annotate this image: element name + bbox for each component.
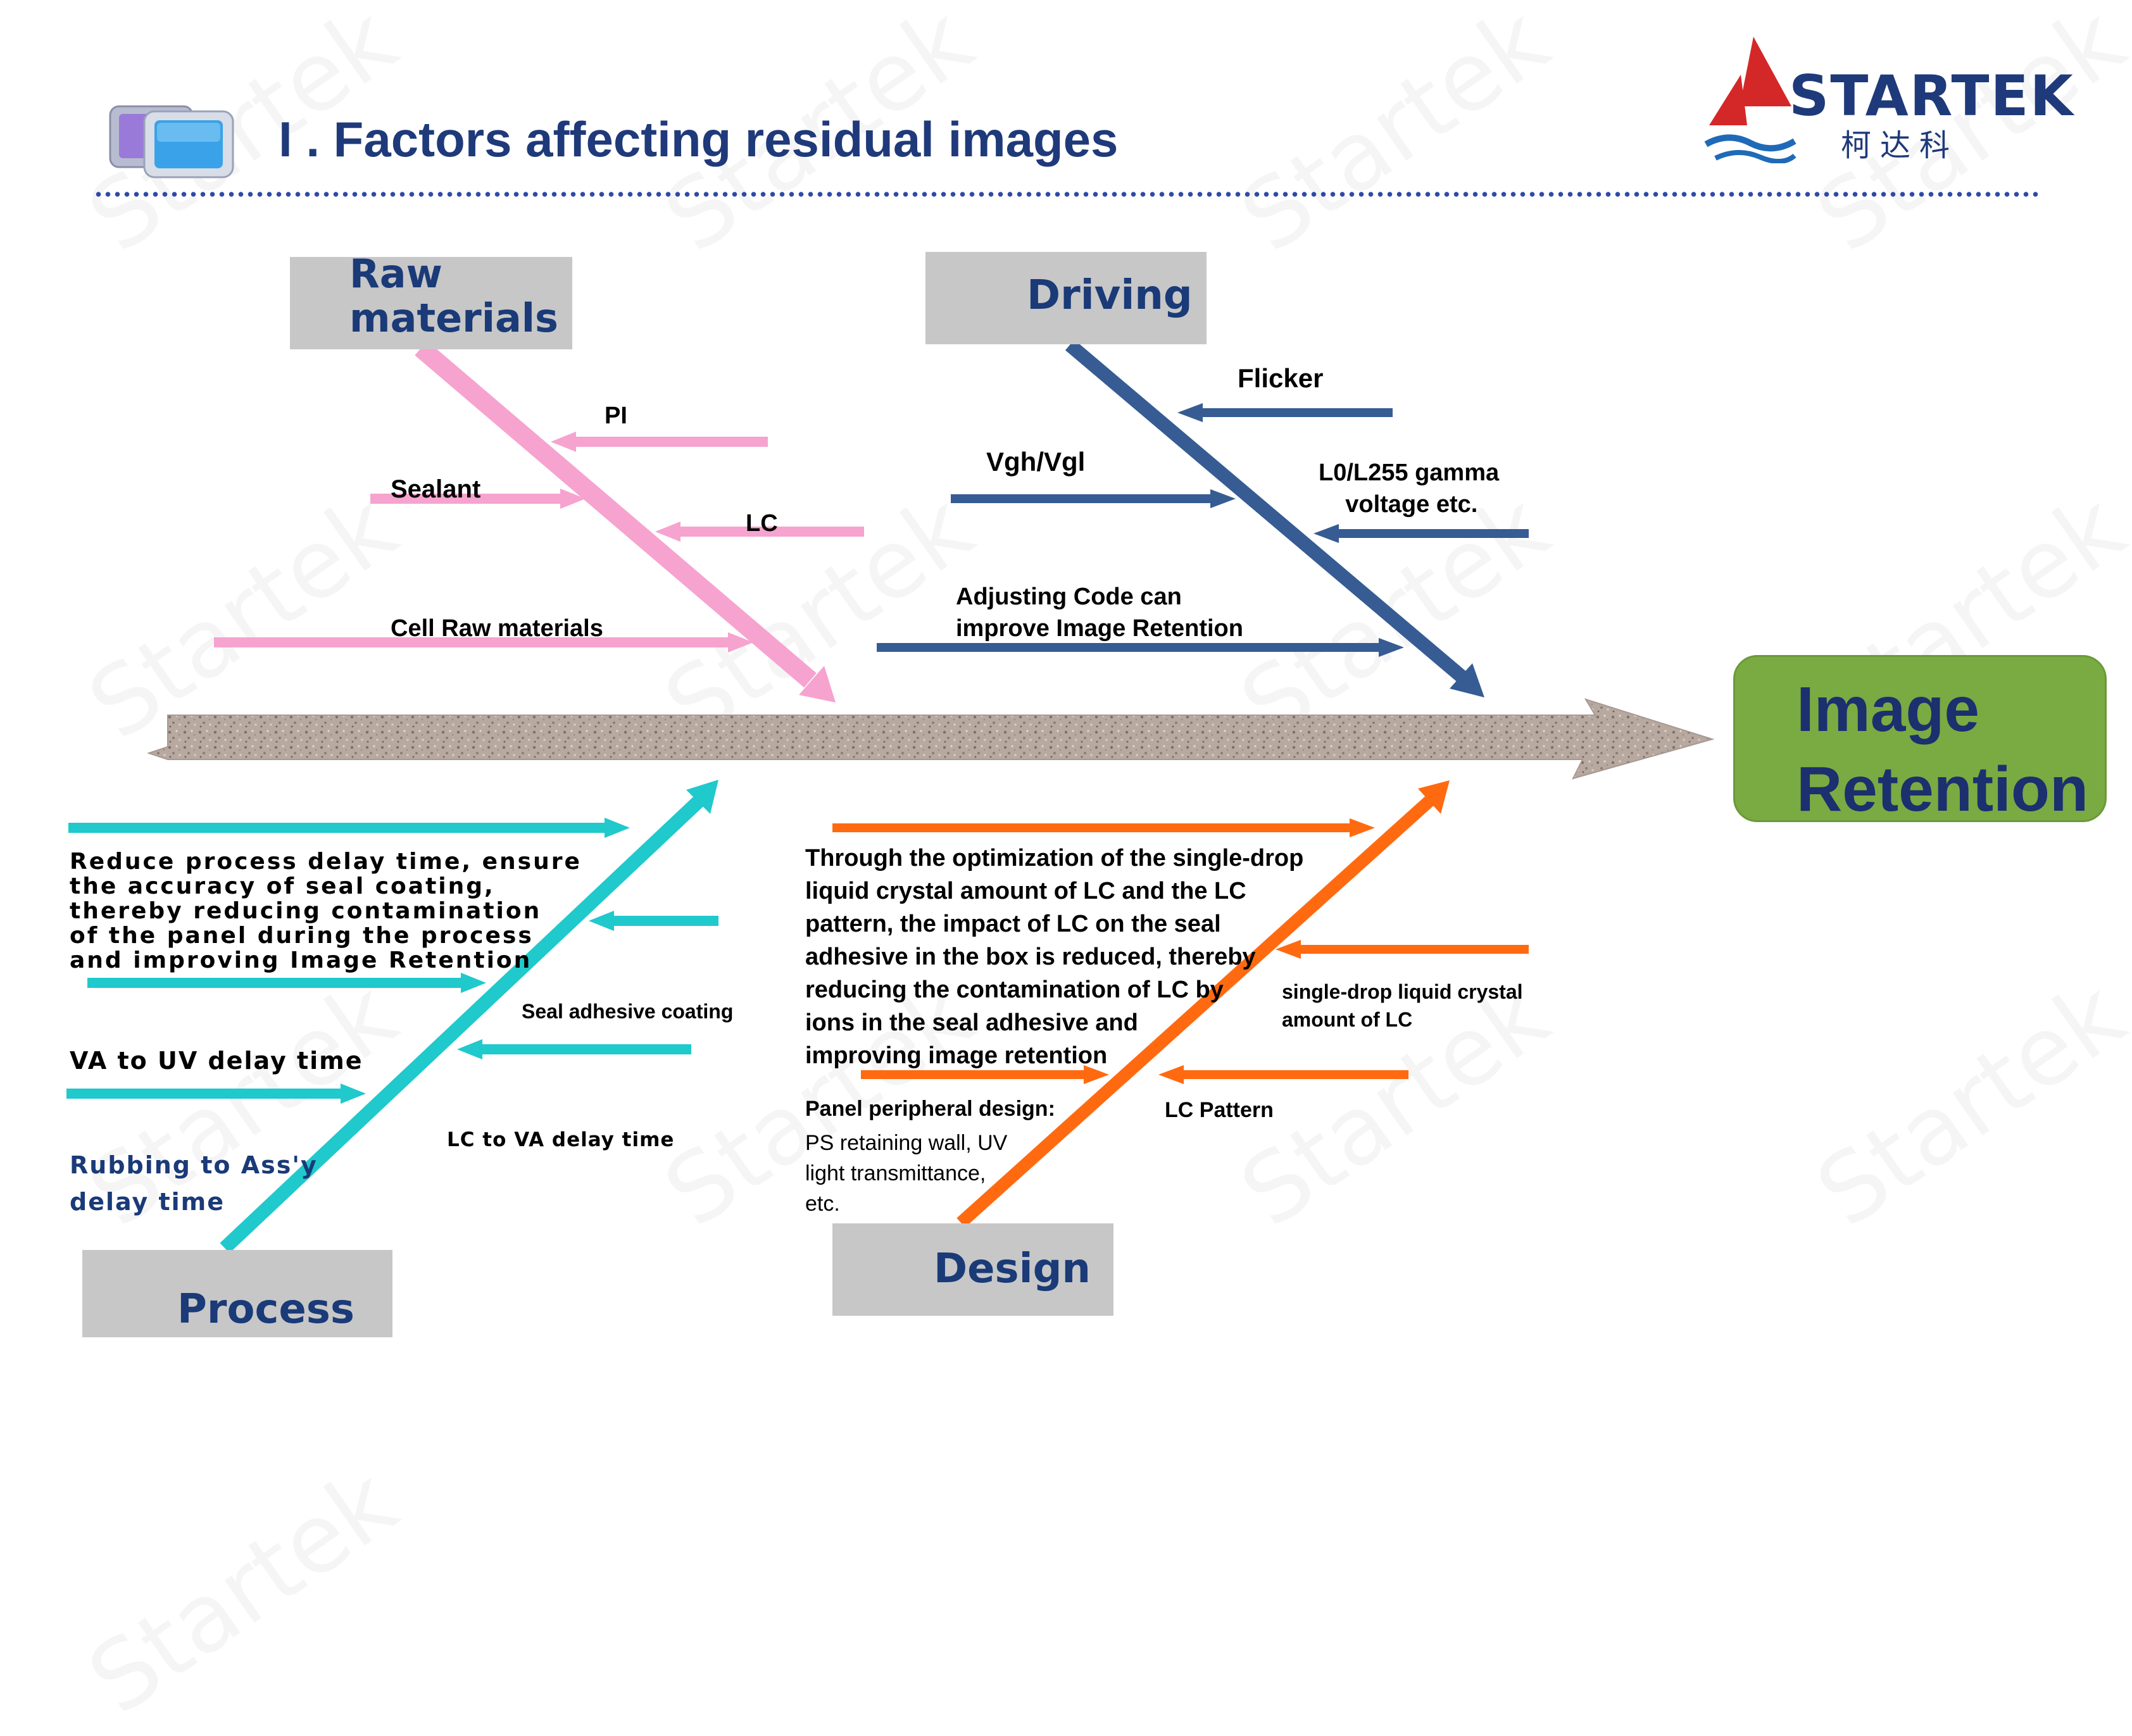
cause-single-drop: single-drop liquid crystal amount of LC	[1282, 980, 1523, 1031]
cause-flicker: Flicker	[1238, 363, 1324, 393]
process-label: Process	[177, 1286, 354, 1333]
design-label: Design	[934, 1246, 1091, 1292]
raw-materials-main-bone	[415, 340, 817, 688]
driving-box	[925, 252, 1207, 344]
cause-lc-arrowhead	[655, 521, 680, 542]
cause-seal-adhesive-arrowhead-upper	[589, 911, 614, 931]
cause-adjusting-code-arrowhead	[1379, 638, 1404, 657]
image-retention-label: Image Retention	[1797, 674, 2089, 825]
cause-pi: PI	[605, 403, 627, 429]
main-spine-arrow	[146, 698, 1715, 780]
cause-cell-raw-materials-arrowhead	[728, 632, 753, 653]
driving-bones	[877, 339, 1529, 697]
cause-vgh-vgl: Vgh/Vgl	[986, 447, 1086, 477]
logo-chinese: 柯达科	[1841, 128, 1959, 163]
cause-reduce-delay-arrowhead	[605, 818, 630, 838]
design-box	[832, 1223, 1113, 1316]
driving-main-bone	[1065, 339, 1467, 683]
logo-brand: STARTEK	[1789, 63, 2074, 128]
cause-peripheral-design-arrowhead	[1084, 1065, 1109, 1084]
image-retention-box	[1733, 655, 2107, 822]
cause-sealant: Sealant	[391, 475, 481, 503]
cause-single-drop-arrowhead	[1276, 940, 1301, 959]
raw-materials-main-arrowhead	[799, 666, 836, 703]
cause-flicker-arrowhead	[1177, 403, 1203, 422]
monitor-icon	[109, 105, 234, 178]
cause-sealant-arrowhead	[560, 489, 586, 509]
cause-va-to-uv-arrowhead	[341, 1083, 366, 1104]
cause-vgh-vgl-arrowhead	[1210, 489, 1236, 508]
title-divider	[94, 191, 2041, 197]
raw-materials-label: Raw materials	[349, 251, 558, 341]
cause-rubbing-to-assy: Rubbing to Ass'y delay time	[70, 1151, 318, 1216]
cause-seal-adhesive-coating: Seal adhesive coating	[522, 1000, 734, 1023]
startek-logo-icon	[1704, 37, 1797, 163]
raw-materials-bones	[214, 340, 864, 703]
design-main-arrowhead	[1418, 780, 1450, 814]
process-main-bone	[220, 793, 706, 1254]
cause-lc: LC	[746, 510, 778, 537]
process-bones	[66, 780, 718, 1254]
driving-main-arrowhead	[1450, 663, 1484, 697]
cause-panel-peripheral-detail: PS retaining wall, UV light transmittanc…	[805, 1131, 1008, 1216]
cause-seal-adhesive-arrowhead	[461, 973, 486, 993]
cause-lc-to-va: LC to VA delay time	[447, 1128, 675, 1151]
cause-pi-arrowhead	[551, 432, 576, 452]
cause-adjusting-code: Adjusting Code can improve Image Retenti…	[956, 584, 1243, 642]
raw-materials-box	[290, 257, 572, 349]
design-bones	[832, 780, 1529, 1228]
process-main-arrowhead	[686, 780, 718, 814]
cause-lc-to-va-arrowhead	[457, 1039, 482, 1059]
cause-lc-pattern-arrowhead	[1158, 1065, 1184, 1084]
cause-optimization: Through the optimization of the single-d…	[805, 845, 1304, 1069]
process-box	[82, 1250, 392, 1337]
cause-va-to-uv: VA to UV delay time	[70, 1047, 363, 1075]
page-title: I . Factors affecting residual images	[279, 111, 1119, 167]
driving-label: Driving	[1027, 272, 1193, 319]
cause-lc-pattern: LC Pattern	[1165, 1098, 1274, 1122]
fishbone-diagram	[66, 339, 1715, 1254]
cause-gamma-voltage: L0/L255 gamma voltage etc.	[1319, 459, 1500, 518]
cause-gamma-voltage-arrowhead	[1314, 524, 1339, 543]
cause-cell-raw-materials: Cell Raw materials	[391, 615, 603, 642]
cause-optimization-arrowhead	[1350, 818, 1375, 837]
design-main-bone	[956, 794, 1436, 1228]
cause-reduce-delay: Reduce process delay time, ensure the ac…	[70, 849, 582, 973]
cause-panel-peripheral-design: Panel peripheral design:	[805, 1097, 1055, 1121]
